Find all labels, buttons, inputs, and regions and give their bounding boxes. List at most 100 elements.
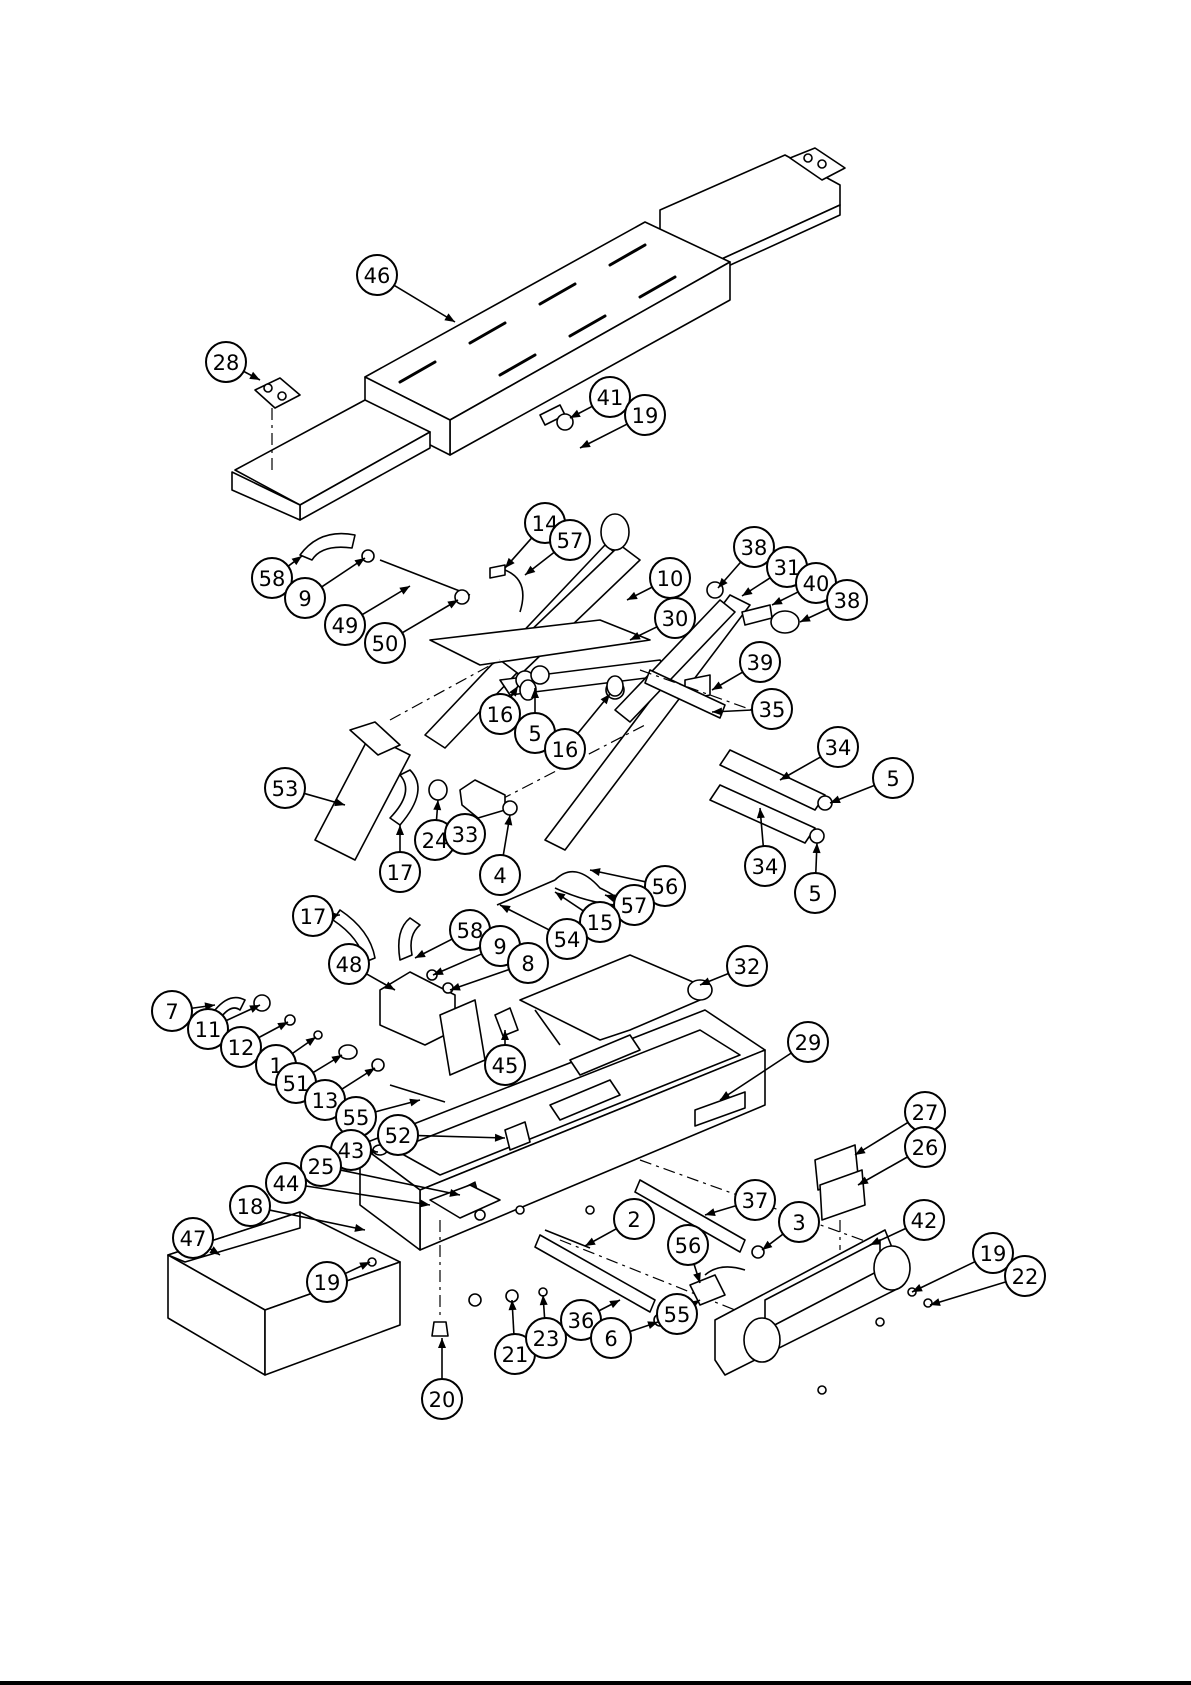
leader-arrowhead: [590, 868, 601, 876]
leader-arrowhead: [813, 843, 821, 853]
leader-arrowhead: [504, 815, 512, 826]
valve-45: [495, 1008, 518, 1036]
callout-number: 17: [387, 861, 414, 885]
callout-number: 5: [528, 722, 541, 746]
callout-39: 39: [712, 642, 780, 690]
leader-arrowhead: [438, 1338, 446, 1348]
linkage-roller: [601, 514, 629, 550]
leader-arrowhead: [540, 1295, 548, 1305]
callout-number: 30: [662, 607, 689, 631]
leader-arrowhead: [555, 892, 566, 901]
leader-arrowhead: [354, 558, 365, 567]
callout-50: 50: [365, 600, 458, 663]
callout-number: 53: [272, 777, 299, 801]
callout-number: 22: [1012, 1265, 1039, 1289]
callout-number: 41: [597, 386, 624, 410]
callout-number: 18: [237, 1195, 264, 1219]
ring-5-upper: [818, 796, 832, 810]
callout-58: 58: [415, 910, 490, 958]
caster-wheel-right: [874, 1246, 910, 1290]
rod-55: [390, 1085, 445, 1102]
leader-arrowhead: [570, 410, 581, 418]
leader-arrowhead: [433, 800, 441, 810]
callout-number: 58: [259, 567, 286, 591]
callout-number: 3: [792, 1211, 805, 1235]
callout-number: 26: [912, 1136, 939, 1160]
hose-58-lower: [399, 918, 420, 960]
callout-number: 16: [487, 703, 514, 727]
bolt-14: [490, 565, 505, 578]
leader-arrowhead: [580, 440, 591, 448]
valve-block: [440, 1000, 485, 1075]
leader-arrowhead: [415, 950, 426, 958]
callout-number: 39: [747, 651, 774, 675]
drain-plug-20: [432, 1322, 448, 1336]
callout-number: 38: [834, 589, 861, 613]
callout-37: 37: [705, 1180, 775, 1220]
cable-57: [505, 570, 523, 612]
callout-47: 47: [173, 1218, 220, 1258]
callout-number: 16: [552, 738, 579, 762]
callout-number: 5: [886, 767, 899, 791]
callout-number: 2: [627, 1208, 640, 1232]
leader-arrowhead: [354, 1224, 365, 1232]
callout-number: 38: [741, 536, 768, 560]
callout-53: 53: [265, 768, 345, 808]
telescoping-arm-assembly: [232, 148, 845, 520]
callout-26: 26: [858, 1127, 945, 1185]
leader-arrowhead: [306, 1037, 316, 1046]
callout-number: 9: [493, 935, 506, 959]
callout-28: 28: [206, 342, 260, 382]
leader-arrowhead: [399, 586, 410, 595]
leader-arrowhead: [712, 682, 723, 690]
callout-number: 4: [493, 864, 506, 888]
callout-number: 36: [568, 1309, 595, 1333]
caster-wheel-left: [744, 1318, 780, 1362]
callout-number: 57: [557, 529, 584, 553]
shaft-36: [535, 1235, 655, 1312]
callout-30: 30: [630, 598, 695, 640]
callout-number: 47: [180, 1227, 207, 1251]
callout-4: 4: [480, 815, 520, 895]
callout-number: 37: [742, 1189, 769, 1213]
callout-number: 8: [521, 952, 534, 976]
leader-arrowhead: [292, 556, 302, 565]
screw-22: [924, 1299, 932, 1307]
callout-number: 19: [632, 404, 659, 428]
washer-38-right: [771, 611, 799, 633]
switch-56: [690, 1275, 725, 1305]
ring-4: [503, 801, 517, 815]
callout-34: 34: [780, 727, 858, 780]
callout-number: 57: [621, 894, 648, 918]
leader-arrowhead: [364, 1068, 375, 1077]
bolt-23: [539, 1288, 547, 1296]
callout-number: 54: [554, 928, 581, 952]
callout-number: 56: [675, 1234, 702, 1258]
cross-plate-30: [430, 620, 650, 665]
callout-number: 12: [228, 1036, 255, 1060]
callout-number: 25: [308, 1155, 335, 1179]
callout-number: 58: [457, 919, 484, 943]
callout-number: 56: [652, 875, 679, 899]
actuator-53: [315, 735, 410, 860]
leader-arrowhead: [331, 1055, 342, 1064]
callout-32: 32: [700, 946, 767, 986]
callout-number: 28: [213, 351, 240, 375]
leader-arrowhead: [277, 1022, 288, 1030]
callout-20: 20: [422, 1338, 462, 1419]
fitting-8: [443, 983, 453, 993]
callout-6: 6: [591, 1318, 658, 1358]
callout-number: 35: [759, 698, 786, 722]
callout-number: 21: [502, 1343, 529, 1367]
callout-number: 33: [452, 823, 479, 847]
callout-16: 16: [545, 694, 610, 769]
callout-number: 5: [808, 882, 821, 906]
ring-3: [752, 1246, 764, 1258]
bracket-33: [460, 780, 505, 818]
bushing-16-right: [607, 676, 623, 696]
callout-48: 48: [329, 944, 395, 990]
callout-23: 23: [526, 1295, 566, 1358]
leader-arrowhead: [409, 1099, 420, 1107]
callout-number: 44: [273, 1172, 300, 1196]
callout-number: 19: [314, 1271, 341, 1295]
